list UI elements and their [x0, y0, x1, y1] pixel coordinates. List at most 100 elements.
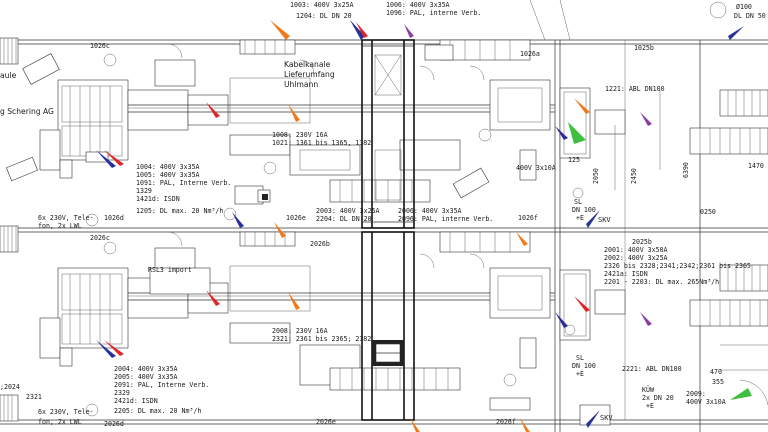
label-2096: 2096: PAL, interne Verb.	[398, 215, 493, 223]
label-2026d: 2026d	[104, 420, 124, 428]
marker	[574, 296, 590, 312]
label-2329: 2329	[114, 389, 130, 397]
rack-left-bottom	[0, 225, 19, 422]
marker	[555, 312, 568, 328]
label-355: 355	[712, 378, 724, 386]
marker	[404, 24, 414, 38]
marker	[104, 340, 124, 356]
marker	[288, 292, 300, 310]
label-plus3: +E	[646, 402, 654, 410]
label-2xdn: 2x DN 20	[642, 394, 674, 402]
label-sl2: SL	[576, 354, 584, 362]
label-1204: 1204: DL DN 20	[296, 12, 352, 20]
marker	[568, 122, 586, 144]
label-kabel2: Lieferumfang	[284, 70, 335, 79]
label-dn100b: DN 100	[572, 362, 596, 370]
marker	[574, 98, 590, 114]
central-tower-lower	[361, 231, 415, 421]
label-2221: 2221: ABL DN100	[622, 365, 682, 373]
label-skv2: SKV	[600, 414, 613, 422]
label-6390: 6390	[682, 162, 690, 178]
marker	[730, 388, 752, 400]
label-fonb: fon, 2x LWL	[38, 418, 82, 426]
label-2050: 2050	[592, 168, 600, 184]
production-line-lower	[39, 231, 555, 417]
marker	[274, 222, 286, 238]
label-2003: 2003: 400V 3x25A	[316, 207, 380, 215]
label-0250: 0250	[700, 208, 716, 216]
marker	[555, 126, 568, 140]
marker	[270, 20, 290, 40]
label-2002: 2002: 400V 3x25A	[604, 254, 668, 262]
label-plus2: +E	[576, 370, 584, 378]
marker	[96, 150, 116, 168]
label-2204: 2204: DL DN 20	[316, 215, 372, 223]
label-kabel1: Kabelkanale	[284, 60, 331, 69]
production-line-upper	[39, 39, 555, 227]
label-skv: SKV	[598, 216, 611, 224]
label-2326: 2326 bis 2328;2341;2342;2361 bis 2365	[604, 262, 751, 270]
label-2026f: 2026f	[496, 418, 516, 426]
label-2321: 2321: 2361 bis 2365; 2382	[272, 335, 371, 343]
central-tower-upper	[361, 39, 415, 229]
label-1421: 1421d: ISDN	[136, 195, 180, 203]
marker	[350, 20, 365, 40]
marker	[206, 290, 220, 306]
label-1003: 1003: 400V 3x25A	[290, 1, 354, 9]
marker	[640, 312, 652, 326]
label-schering: g Schering AG	[0, 107, 54, 116]
marker	[586, 410, 600, 428]
label-2009: 2009:	[686, 390, 706, 398]
label-kabel3: Uhlmann	[284, 80, 318, 89]
label-dn100: DN 100	[572, 206, 596, 214]
label-1470: 1470	[748, 162, 764, 170]
label-400v10a: 400V 3x10A	[516, 164, 556, 172]
label-1025b: 1025b	[634, 44, 654, 52]
marker	[232, 212, 244, 228]
label-sl: SL	[574, 198, 582, 206]
label-2321b: 2321	[26, 393, 42, 401]
label-1021: 1021: 1361 bis 1365, 1382	[272, 139, 371, 147]
label-2026c: 2026c	[90, 234, 110, 242]
label-phi100: Ø100	[736, 3, 752, 11]
label-1096: 1096: PAL, interne Verb.	[386, 9, 481, 17]
label-1008: 1008: 230V 16A	[272, 131, 328, 139]
label-1026a: 1026a	[520, 50, 540, 58]
label-1091: 1091: PAL, Interne Verb.	[136, 179, 231, 187]
label-1006: 1006: 400V 3x35A	[386, 1, 450, 9]
rack-right	[559, 1, 768, 426]
marker	[640, 112, 652, 126]
label-plus: +E	[576, 214, 584, 222]
marker	[288, 104, 300, 122]
label-400v10b: 400V 3x10A	[686, 398, 726, 406]
marker	[586, 210, 600, 228]
label-aule: aule	[0, 71, 17, 80]
label-2421a: 2421a: ISDN	[604, 270, 648, 278]
marker	[728, 26, 744, 40]
marker	[96, 340, 116, 358]
label-1026d: 1026d	[104, 214, 124, 222]
marker	[104, 150, 124, 166]
label-2006: 2006: 400V 3x35A	[398, 207, 462, 215]
label-fon: fon, 2x LWL	[38, 222, 82, 230]
marker	[516, 232, 528, 246]
label-2008: 2008: 230V 16A	[272, 327, 328, 335]
label-2024: ;2024	[0, 383, 20, 391]
label-kuw: KÜW	[642, 385, 654, 394]
label-sx230: 6x 230V, Tele-	[38, 214, 94, 222]
label-2201: 2201 - 2203: DL max. 265Nm³/h	[604, 278, 719, 286]
marker	[206, 102, 220, 118]
label-2005: 2005: 400V 3x35A	[114, 373, 178, 381]
label-1004: 1004: 400V 3x35A	[136, 163, 200, 171]
label-2421d: 2421d: ISDN	[114, 397, 158, 405]
marker	[520, 418, 530, 432]
label-1026e: 1026e	[286, 214, 306, 222]
label-2450: 2450	[630, 168, 638, 184]
label-2001: 2001: 400V 3x50A	[604, 246, 668, 254]
marker	[410, 418, 420, 432]
label-rsl: RSL3 import	[148, 266, 192, 274]
label-2025b: 2025b	[632, 238, 652, 246]
rack-left-top	[0, 37, 60, 182]
